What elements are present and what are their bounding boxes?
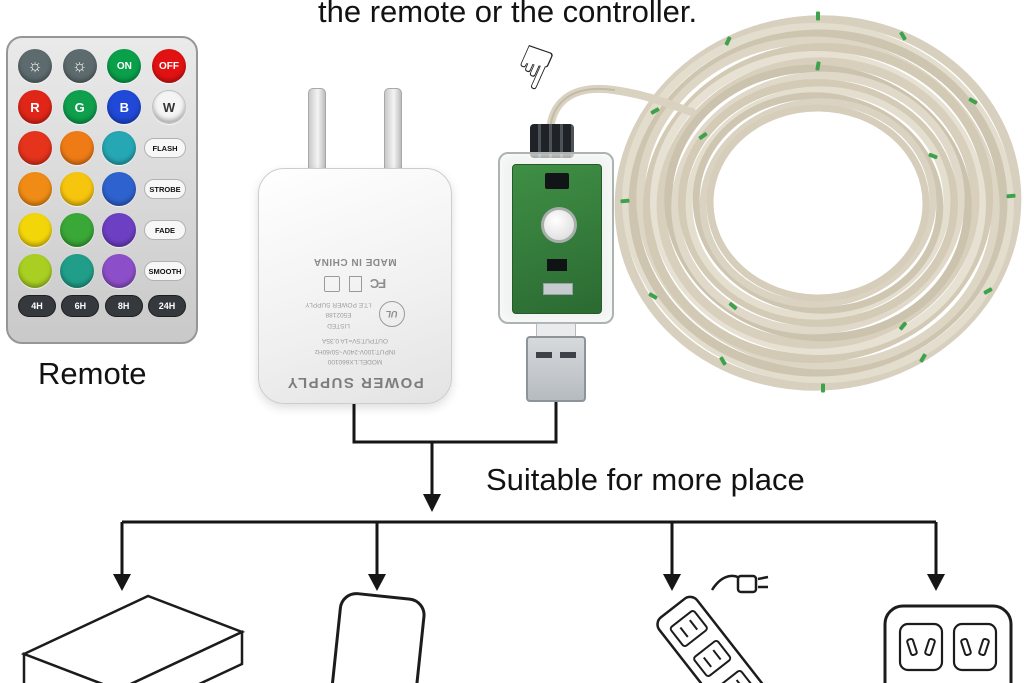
color-button — [18, 213, 52, 247]
controller-shell — [498, 152, 614, 324]
power-strip-icon — [656, 574, 778, 683]
on-button: ON — [107, 49, 142, 83]
usb-neck — [536, 323, 576, 337]
color-button — [102, 131, 136, 165]
fcc-icon: FC — [370, 276, 387, 292]
down-arrow-icon — [368, 574, 386, 591]
timer-24h-button: 24H — [147, 295, 186, 317]
color-button — [18, 172, 52, 206]
usb-slot — [536, 352, 552, 358]
remote-color-row: STROBE — [18, 172, 186, 206]
cert-icons-row: FC — [275, 275, 435, 292]
brightness-down-button: ☼ — [62, 49, 97, 83]
usb-slot — [560, 352, 576, 358]
color-button — [60, 172, 94, 206]
made-in-china-text: MADE IN CHINA — [313, 255, 397, 267]
power-adapter: POWER SUPPLY MODEL:LX660100 INPUT:100V-2… — [258, 88, 452, 404]
brightness-up-button: ☼ — [18, 49, 52, 83]
adapter-body: POWER SUPPLY MODEL:LX660100 INPUT:100V-2… — [258, 168, 452, 404]
pointing-hand-icon: ☟ — [504, 31, 562, 104]
remote-color-row: SMOOTH — [18, 254, 186, 288]
weee-bin-icon — [348, 275, 362, 292]
blue-button: B — [107, 90, 142, 124]
led-joint-dots — [620, 11, 1016, 393]
mode-button — [541, 207, 577, 243]
color-button — [102, 254, 136, 288]
remote-label: Remote — [38, 356, 147, 391]
ir-receiver — [545, 173, 569, 189]
light-string-coil — [614, 11, 1022, 393]
model-text: MODEL:LX660100 — [327, 358, 383, 365]
cert-number-text: E502188 — [325, 311, 352, 319]
timer-6h-button: 6H — [61, 295, 100, 317]
strobe-button: STROBE — [144, 179, 186, 199]
ite-text: I.T.E POWER SUPPLY — [305, 301, 372, 309]
down-arrow-icon — [423, 494, 441, 512]
output-text: OUTPUT:5V=1A 0.35A — [322, 337, 388, 345]
remote-control: ☼ ☼ ON OFF R G B W FLASH STROBE FADE — [6, 36, 198, 344]
color-button — [102, 213, 136, 247]
color-button — [18, 131, 52, 165]
red-button: R — [18, 90, 52, 124]
cert-box-icon — [323, 275, 340, 292]
power-supply-text: POWER SUPPLY — [286, 374, 424, 391]
wall-socket-icon — [883, 604, 1013, 683]
flash-button: FLASH — [144, 138, 186, 158]
down-arrow-icon — [927, 574, 945, 591]
remote-color-row: FADE — [18, 213, 186, 247]
remote-timer-row: 4H 6H 8H 24H — [18, 295, 186, 317]
controller-pcb — [512, 164, 602, 314]
input-text: INPUT:100V-240V~50/60Hz — [314, 347, 396, 355]
off-button: OFF — [151, 49, 186, 83]
down-arrow-icon — [113, 574, 131, 591]
listed-text: LISTED — [327, 321, 350, 329]
remote-row-rgbw: R G B W — [18, 90, 186, 124]
remote-row-power: ☼ ☼ ON OFF — [18, 49, 186, 83]
white-button: W — [151, 90, 186, 124]
green-button: G — [62, 90, 97, 124]
usb-controller — [498, 124, 618, 410]
suitable-caption: Suitable for more place — [486, 462, 805, 497]
color-button — [60, 213, 94, 247]
adapter-label: POWER SUPPLY MODEL:LX660100 INPUT:100V-2… — [275, 181, 435, 391]
timer-8h-button: 8H — [104, 295, 143, 317]
timer-4h-button: 4H — [18, 295, 56, 317]
phone-icon — [326, 592, 426, 683]
desk-slab-icon — [20, 594, 246, 683]
color-button — [102, 172, 136, 206]
fade-button: FADE — [144, 220, 186, 240]
color-button — [60, 131, 94, 165]
usb-plug — [526, 336, 586, 402]
down-arrow-icon — [663, 574, 681, 591]
ul-mark-icon: UL — [378, 301, 405, 328]
color-button — [18, 254, 52, 288]
plug-blade-left — [308, 88, 326, 176]
cert-row: UL LISTED E502188 I.T.E POWER SUPPLY — [275, 299, 435, 330]
pcb-pad — [543, 283, 573, 295]
smooth-button: SMOOTH — [144, 261, 186, 281]
top-caption: the remote or the controller. — [318, 0, 698, 29]
color-button — [60, 254, 94, 288]
pcb-chip — [547, 259, 567, 271]
plug-blade-right — [384, 88, 402, 176]
remote-color-row: FLASH — [18, 131, 186, 165]
